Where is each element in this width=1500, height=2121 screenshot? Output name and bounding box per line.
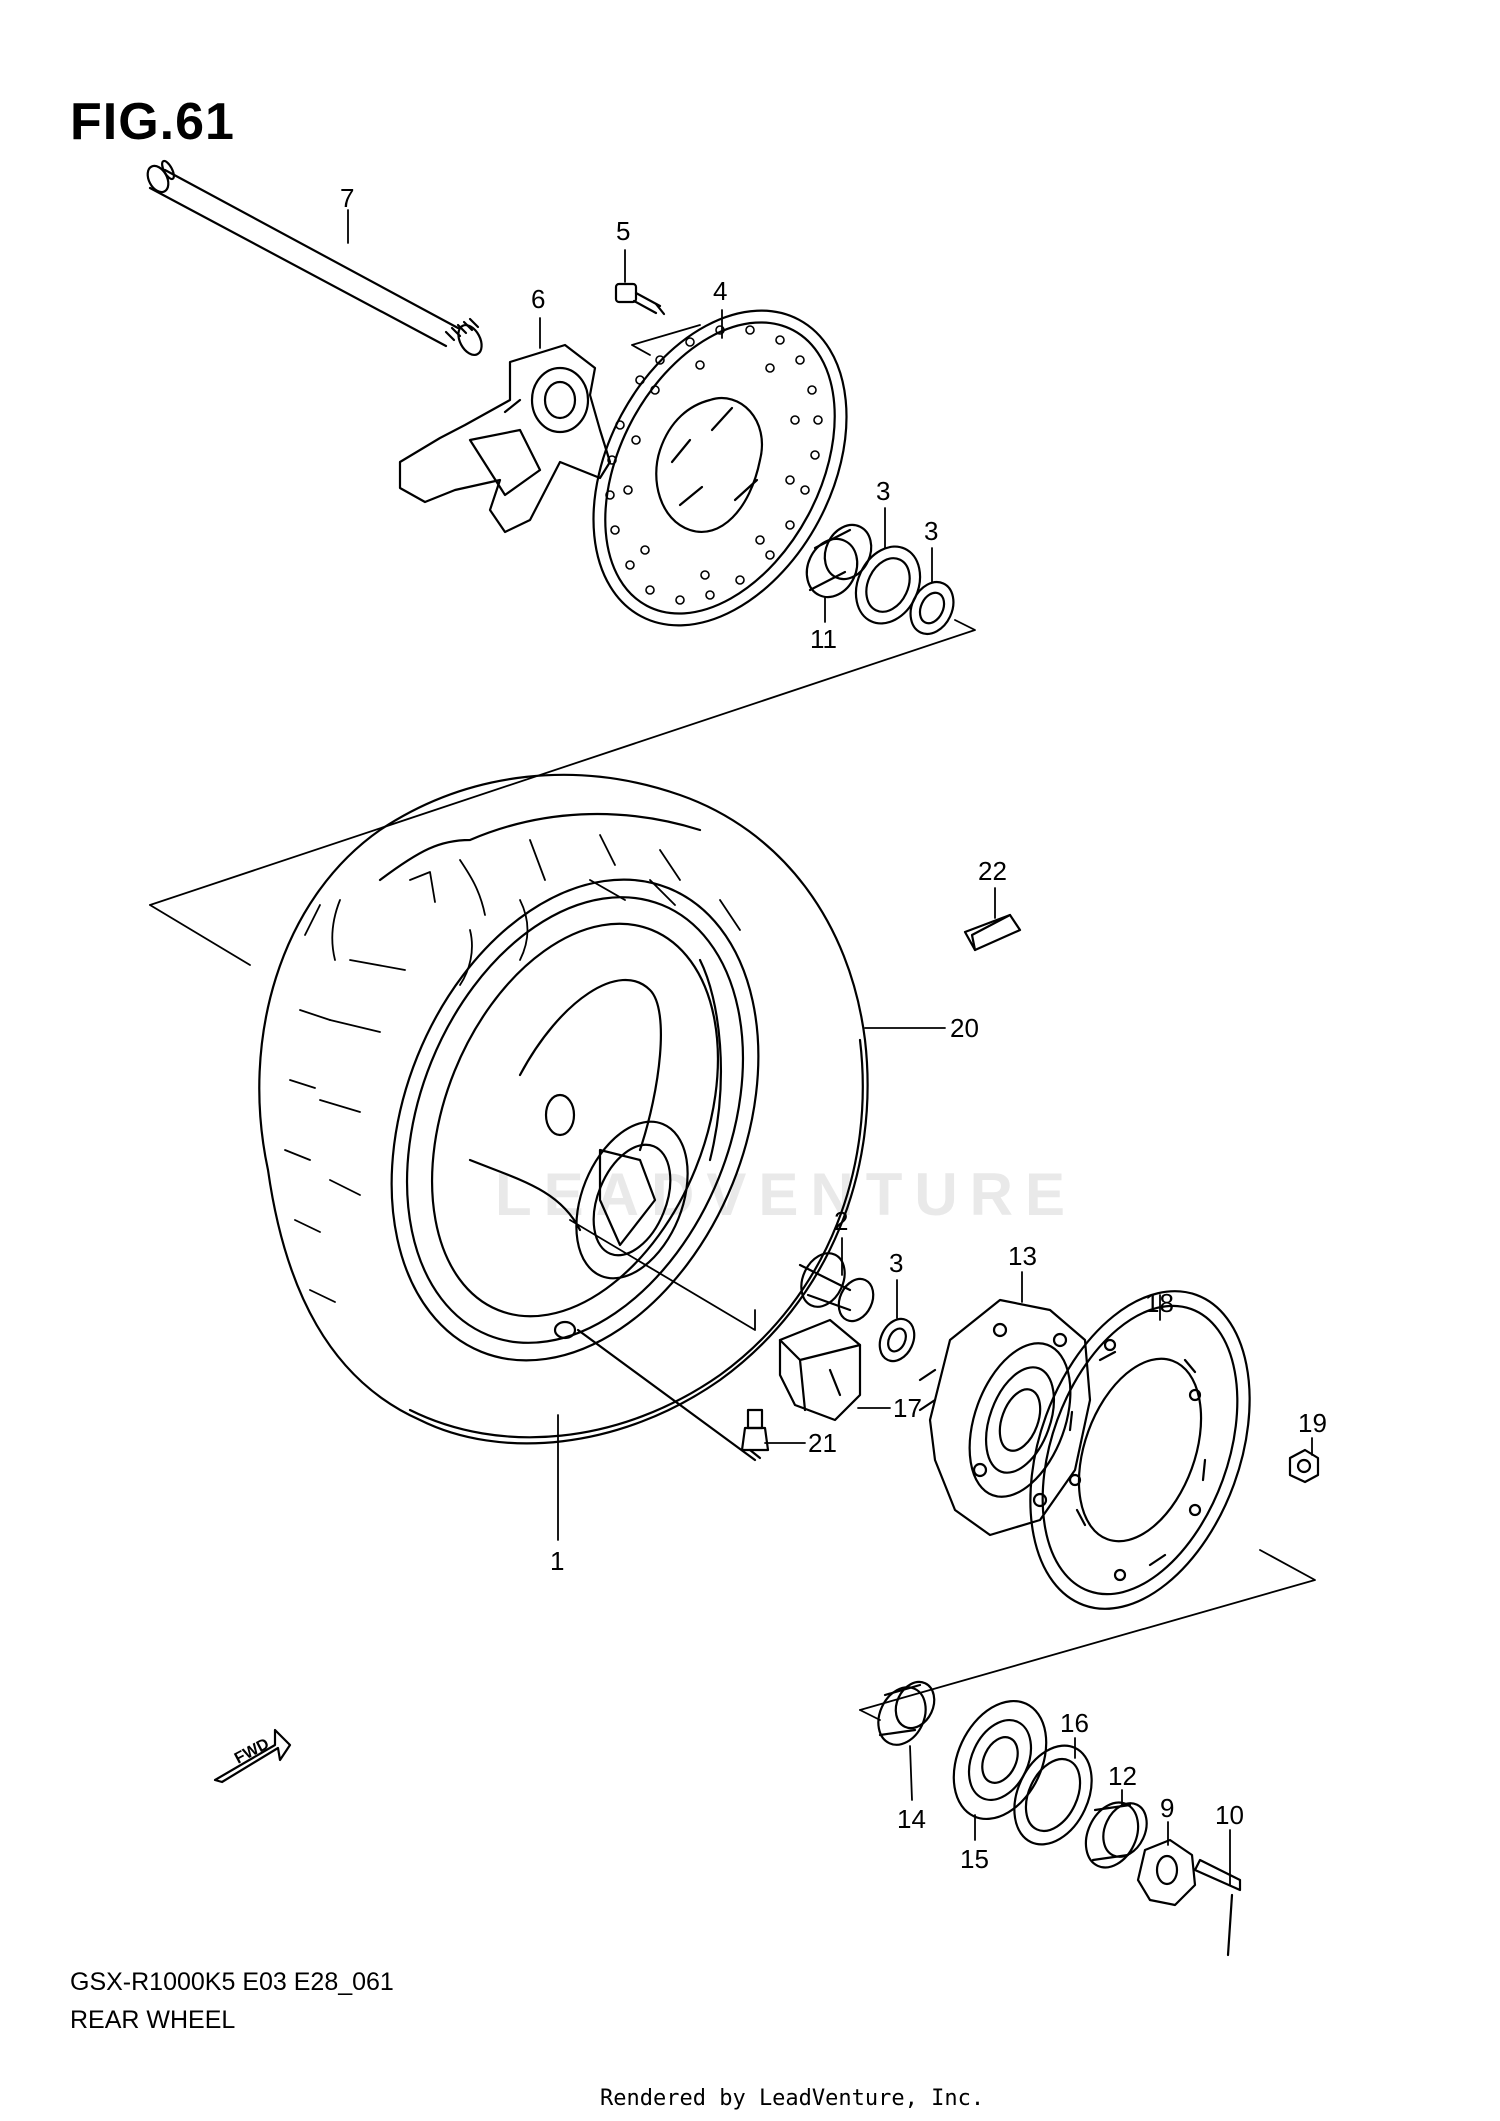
callout: 1 [550, 1546, 564, 1576]
figure-title: FIG.61 [70, 93, 235, 151]
balance-weight[interactable] [963, 913, 1022, 952]
wheel-spacer[interactable] [793, 1246, 880, 1327]
tire-valve[interactable] [740, 1408, 770, 1460]
callout: 9 [1160, 1793, 1174, 1823]
model-code: GSX-R1000K5 E03 E28_061 [70, 1968, 394, 1996]
callout: 20 [950, 1013, 979, 1043]
bolt[interactable] [614, 282, 666, 316]
callout: 17 [893, 1393, 922, 1423]
cotter-pin[interactable] [1193, 1858, 1242, 1957]
part-callouts: 7 6 5 4 3 3 11 22 20 2 3 13 18 19 17 21 … [340, 183, 1327, 1874]
collar[interactable] [869, 1676, 941, 1753]
callout: 10 [1215, 1800, 1244, 1830]
rear-sprocket[interactable] [990, 1261, 1291, 1640]
bearing-lower-hub[interactable] [936, 1686, 1065, 1834]
callout: 5 [616, 216, 630, 246]
callout: 3 [924, 516, 938, 546]
callout: 21 [808, 1428, 837, 1458]
oil-seal-lower[interactable] [999, 1733, 1106, 1857]
brake-disc[interactable] [542, 267, 898, 669]
assembly-lines [149, 324, 1316, 1721]
sprocket-nut[interactable] [1288, 1448, 1320, 1484]
callout: 2 [834, 1206, 848, 1236]
section-name: REAR WHEEL [70, 2006, 236, 2034]
cush-drive-damper[interactable] [778, 1318, 862, 1422]
callout: 4 [713, 276, 727, 306]
axle[interactable] [143, 159, 486, 359]
axle-nut[interactable] [1136, 1838, 1197, 1907]
callout: 22 [978, 856, 1007, 886]
callout: 6 [531, 284, 545, 314]
callout: 7 [340, 183, 354, 213]
callout: 11 [810, 624, 837, 654]
callout: 14 [897, 1804, 926, 1834]
footer-credit: Rendered by LeadVenture, Inc. [600, 2086, 985, 2111]
callout: 12 [1108, 1761, 1137, 1791]
callout: 18 [1145, 1288, 1174, 1318]
tire[interactable] [258, 773, 869, 1445]
bearing-upper[interactable] [902, 575, 961, 641]
oil-seal[interactable] [844, 536, 932, 634]
wheel-rim[interactable] [324, 825, 827, 1462]
bearing-lower[interactable] [873, 1313, 921, 1366]
fwd-arrow-icon: FWD [213, 1728, 292, 1784]
callout: 15 [960, 1844, 989, 1874]
callout: 19 [1298, 1408, 1327, 1438]
callout: 13 [1008, 1241, 1037, 1271]
caliper-bracket[interactable] [398, 343, 612, 534]
callout: 3 [889, 1248, 903, 1278]
callout: 3 [876, 476, 890, 506]
callout: 16 [1060, 1708, 1089, 1738]
hub-spacer[interactable] [1076, 1794, 1155, 1876]
leader-lines [347, 209, 1313, 1886]
sprocket-carrier[interactable] [918, 1298, 1092, 1537]
